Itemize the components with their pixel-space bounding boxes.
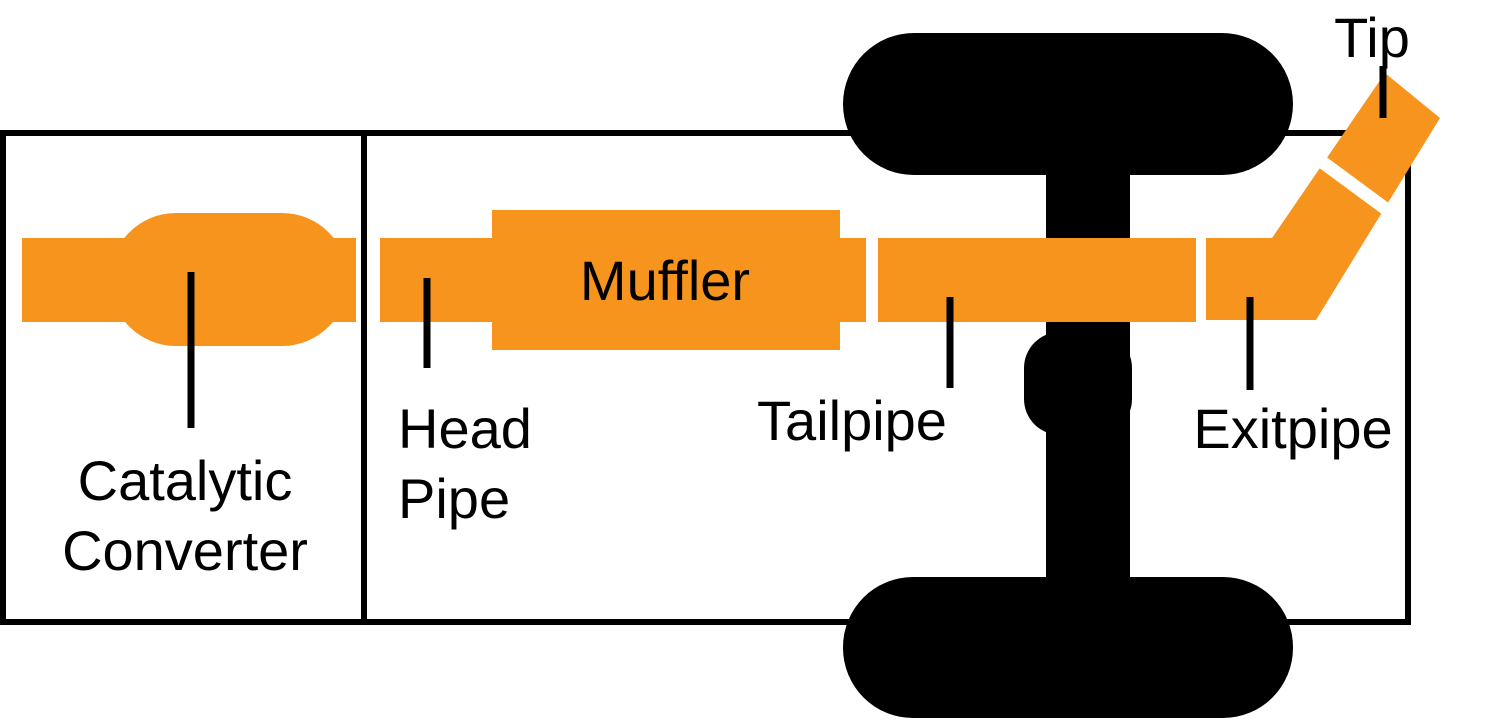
tailpipe-shape	[878, 238, 1196, 322]
rear-wheel-bottom	[843, 577, 1293, 718]
catalytic-converter-body	[110, 213, 348, 346]
tip-label: Tip	[1334, 6, 1410, 69]
exitpipe-tip-joint-gap	[1306, 147, 1394, 218]
muffler-body	[492, 210, 840, 350]
head-pipe	[380, 238, 492, 322]
catalytic-label-line1: Catalytic	[78, 449, 293, 512]
catalytic-label-line2: Converter	[62, 519, 308, 582]
head-pipe-label-line2: Pipe	[398, 467, 510, 530]
exitpipe-and-tip-shape	[1206, 73, 1440, 320]
exitpipe-label: Exitpipe	[1193, 397, 1392, 460]
muffler-outlet-pipe	[840, 238, 866, 322]
vehicle-frame-outline	[0, 130, 1411, 625]
muffler-label: Muffler	[580, 249, 750, 312]
rear-wheel-top	[843, 33, 1293, 175]
tailpipe-label: Tailpipe	[757, 389, 947, 452]
head-pipe-label-line1: Head	[398, 397, 532, 460]
differential	[1024, 332, 1132, 435]
